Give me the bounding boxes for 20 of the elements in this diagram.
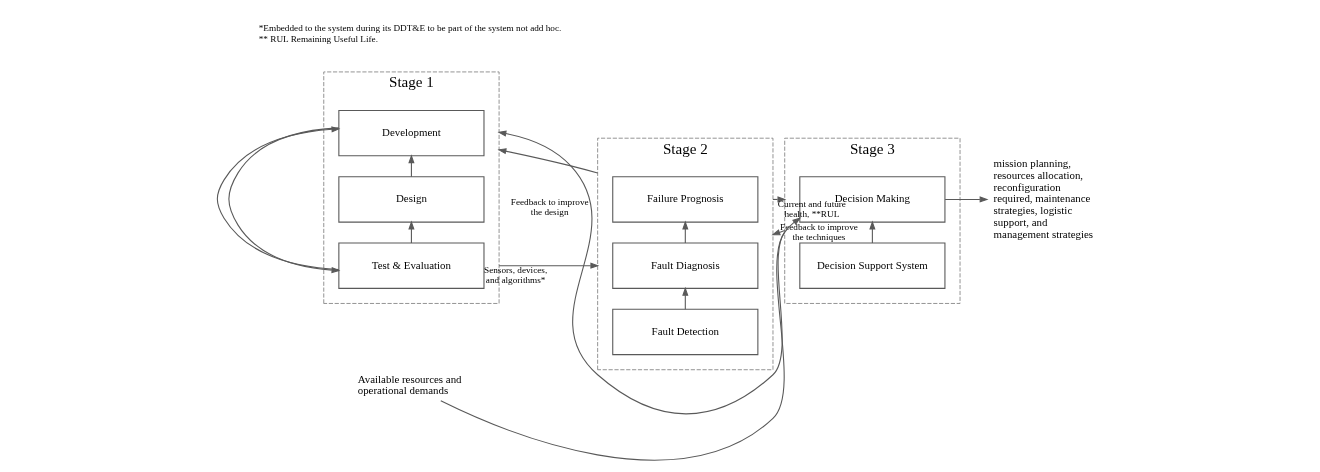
- node-box: Design: [338, 176, 485, 223]
- node-box: Development: [338, 109, 485, 157]
- label: *Embedded to the system during its DDT&E to be part of the system not add hoc.: [258, 23, 562, 34]
- arrow: [944, 196, 989, 203]
- node-box: Decision Support System: [799, 242, 946, 289]
- node-box: Fault Diagnosis: [612, 242, 759, 289]
- node-box: Test & Evaluation: [338, 242, 485, 289]
- node-text: Available resources and operational demands: [357, 372, 462, 397]
- arrow: [771, 229, 786, 236]
- arrow: [440, 217, 802, 461]
- edge-label: Feedback to improve the design: [510, 196, 589, 217]
- node-text: mission planning, resources allocation, reconfiguration required, maintenance strategies, logistic support, and management strategies: [993, 157, 1094, 240]
- node-box: Fault Detection: [612, 308, 759, 356]
- arrow: [497, 148, 599, 174]
- label: ** RUL Remaining Useful Life.: [258, 33, 378, 44]
- arrow: [498, 262, 600, 269]
- edge-label: Feedback to improve the techniques: [780, 221, 858, 242]
- arrow: [408, 154, 415, 178]
- arrow: [497, 130, 786, 415]
- node-box: Failure Prognosis: [612, 176, 759, 223]
